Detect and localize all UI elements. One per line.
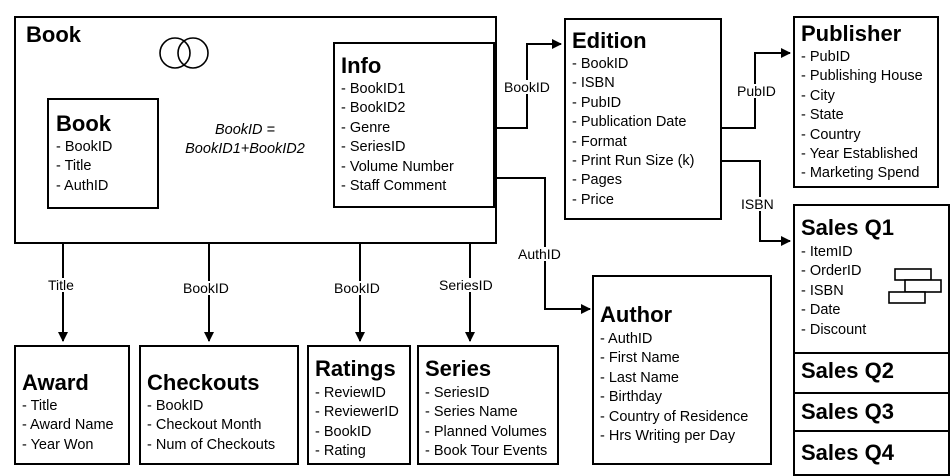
info-field: - Staff Comment	[341, 178, 447, 195]
sales-q2-title: Sales Q2	[801, 358, 894, 383]
award-box: Award - Title - Award Name - Year Won	[14, 345, 130, 465]
series-field: - Book Tour Events	[425, 443, 548, 460]
formula-line-1: BookID =	[214, 122, 276, 138]
sales-q4-box: Sales Q4	[793, 430, 950, 476]
info-title: Info	[341, 53, 382, 78]
edition-field: - Print Run Size (k)	[572, 153, 695, 170]
award-field: - Award Name	[22, 417, 114, 434]
ratings-box: Ratings - ReviewID - ReviewerID - BookID…	[307, 345, 411, 465]
publisher-field: - Country	[801, 126, 861, 143]
edition-field: - BookID	[572, 56, 629, 72]
info-field: - BookID2	[341, 100, 406, 117]
info-field: - Genre	[341, 119, 391, 136]
info-field: - BookID1	[341, 81, 406, 97]
book-inner-field: - AuthID	[56, 177, 109, 194]
ratings-field: - ReviewerID	[315, 404, 399, 421]
sales-q2-box: Sales Q2	[793, 352, 950, 394]
series-field: - SeriesID	[425, 385, 490, 401]
label-book-edition: BookID	[504, 79, 550, 95]
partition-icon	[888, 268, 942, 304]
edition-box: Edition - BookID - ISBN - PubID - Public…	[564, 18, 722, 220]
sales-q3-box: Sales Q3	[793, 392, 950, 432]
checkouts-box: Checkouts - BookID - Checkout Month - Nu…	[139, 345, 299, 465]
info-field: - SeriesID	[341, 139, 406, 156]
author-field: - Hrs Writing per Day	[600, 428, 736, 445]
checkouts-field: - Checkout Month	[147, 417, 262, 434]
ratings-field: - Rating	[315, 443, 366, 460]
label-book-award: Title	[48, 277, 74, 293]
formula-line-2: BookID1+BookID2	[185, 141, 305, 157]
sales-q1-field: - Date	[801, 302, 841, 319]
sales-q1-box: Sales Q1 - ItemID - OrderID - ISBN - Dat…	[793, 204, 950, 354]
edition-field: - Format	[572, 133, 627, 150]
publisher-field: - State	[801, 107, 844, 124]
author-field: - AuthID	[600, 331, 653, 347]
book-inner-title: Book	[56, 111, 111, 136]
checkouts-field: - Num of Checkouts	[147, 436, 276, 453]
edition-field: - Pages	[572, 172, 622, 189]
publisher-field: - Marketing Spend	[801, 165, 920, 182]
award-field: - Year Won	[22, 436, 94, 453]
edition-field: - Price	[572, 191, 614, 208]
info-field: - Volume Number	[341, 158, 454, 175]
ratings-field: - BookID	[315, 423, 372, 440]
label-book-ratings: BookID	[334, 280, 380, 296]
author-field: - Birthday	[600, 389, 663, 406]
award-title: Award	[22, 370, 89, 395]
edition-field: - Publication Date	[572, 114, 687, 131]
publisher-title: Publisher	[801, 21, 902, 46]
series-field: - Series Name	[425, 404, 518, 421]
series-box: Series - SeriesID - Series Name - Planne…	[417, 345, 559, 465]
sales-q1-field: - Discount	[801, 321, 867, 338]
sales-q4-title: Sales Q4	[801, 440, 894, 465]
book-inner-field: - BookID	[56, 139, 113, 155]
label-edition-sales: ISBN	[741, 196, 774, 212]
sales-q1-field: - ISBN	[801, 282, 844, 299]
label-book-series: SeriesID	[439, 277, 493, 293]
intersect-icon	[159, 37, 209, 69]
author-field: - First Name	[600, 350, 680, 367]
series-title: Series	[425, 356, 492, 381]
award-field: - Title	[22, 398, 58, 414]
edition-field: - PubID	[572, 94, 622, 111]
checkouts-title: Checkouts	[147, 370, 260, 395]
publisher-field: - Year Established	[801, 146, 918, 163]
publisher-field: - City	[801, 87, 835, 104]
publisher-box: Publisher - PubID - Publishing House - C…	[793, 16, 939, 188]
connector-book-author	[495, 177, 591, 314]
label-book-checkouts: BookID	[183, 280, 229, 296]
book-outer-title: Book	[26, 22, 81, 47]
author-title: Author	[600, 302, 673, 327]
checkouts-field: - BookID	[147, 398, 204, 414]
publisher-field: - Publishing House	[801, 68, 923, 85]
sales-q1-field: - ItemID	[801, 244, 853, 260]
series-field: - Planned Volumes	[425, 423, 547, 440]
label-book-author: AuthID	[518, 246, 561, 262]
publisher-field: - PubID	[801, 49, 851, 65]
edition-field: - ISBN	[572, 75, 615, 92]
sales-q3-title: Sales Q3	[801, 399, 894, 424]
ratings-title: Ratings	[315, 356, 396, 381]
sales-q1-title: Sales Q1	[801, 215, 894, 240]
label-edition-publisher: PubID	[737, 83, 776, 99]
edition-title: Edition	[572, 28, 647, 53]
ratings-field: - ReviewID	[315, 385, 386, 401]
author-field: - Country of Residence	[600, 408, 749, 425]
info-box: Info - BookID1 - BookID2 - Genre - Serie…	[333, 42, 495, 208]
bookid-formula: BookID = BookID1+BookID2	[170, 121, 320, 159]
author-box: Author - AuthID - First Name - Last Name…	[592, 275, 772, 465]
book-inner-box: Book - BookID - Title - AuthID	[47, 98, 159, 209]
sales-q1-field: - OrderID	[801, 263, 862, 280]
author-field: - Last Name	[600, 369, 679, 386]
book-inner-field: - Title	[56, 158, 92, 175]
